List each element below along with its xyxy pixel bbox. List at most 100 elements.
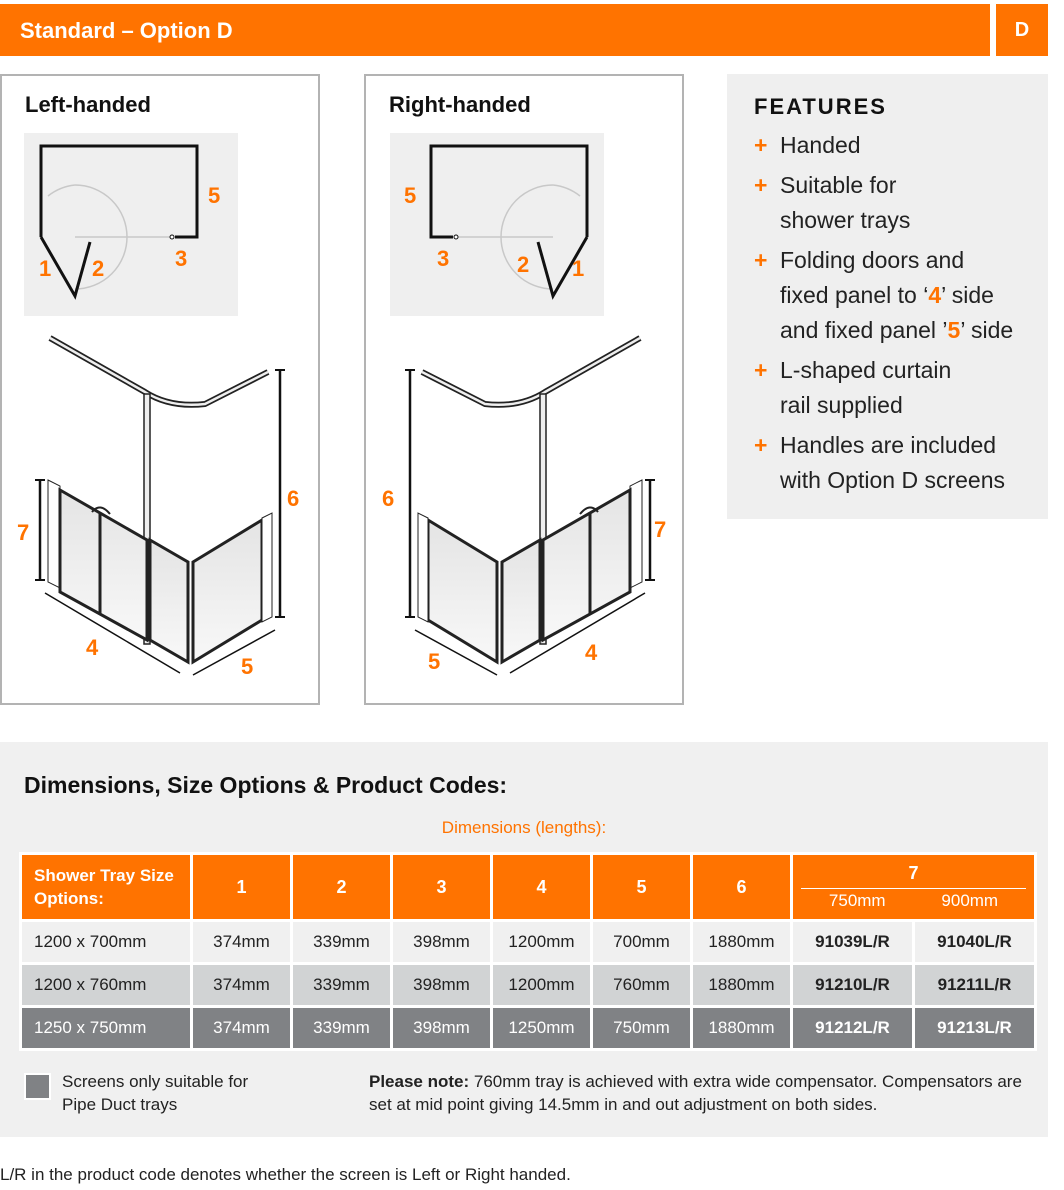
product-code-cell: 91210L/R xyxy=(793,965,912,1005)
feature-number: 5 xyxy=(947,317,961,343)
plan-label-3: 3 xyxy=(437,246,449,271)
dimensions-title: Dimensions, Size Options & Product Codes… xyxy=(24,772,508,798)
feature-text: Handed xyxy=(780,132,861,158)
dimension-cell: 339mm xyxy=(293,965,390,1005)
header-7-750: 750mm xyxy=(828,891,886,910)
left-handed-title: Left-handed xyxy=(25,92,151,117)
iso-label-7: 7 xyxy=(17,520,29,545)
product-code-cell: 91040L/R xyxy=(915,922,1034,962)
feature-item: + Suitable for shower trays xyxy=(754,168,1048,238)
header-5: 5 xyxy=(593,855,690,919)
plan-drawing xyxy=(388,131,606,318)
feature-item: + L-shaped curtain rail supplied xyxy=(754,353,1048,423)
note-text: 760mm tray is achieved with extra wide c… xyxy=(369,1072,1022,1114)
product-code-cell: 91213L/R xyxy=(915,1008,1034,1048)
dimension-cell: 1880mm xyxy=(693,1008,790,1048)
dimension-cell: 1880mm xyxy=(693,965,790,1005)
plus-icon: + xyxy=(754,247,768,273)
dimension-cell: 398mm xyxy=(393,965,490,1005)
dimension-cell: 1200mm xyxy=(493,922,590,962)
plus-icon: + xyxy=(754,172,768,198)
features-title: FEATURES xyxy=(754,94,887,119)
dimension-cell: 374mm xyxy=(193,965,290,1005)
note-label: Please note: xyxy=(369,1072,470,1091)
header-4: 4 xyxy=(493,855,590,919)
iso-label-7: 7 xyxy=(654,517,666,542)
header-3: 3 xyxy=(393,855,490,919)
header-7: 7 750mm 900mm xyxy=(793,855,1034,919)
option-badge: D xyxy=(996,4,1048,56)
right-handed-diagram: 1 2 3 5 4 5 6 7 xyxy=(382,131,666,705)
plan-label-5: 5 xyxy=(404,183,416,208)
feature-text: Handles are included with Option D scree… xyxy=(780,432,1005,493)
plan-label-2: 2 xyxy=(517,252,529,277)
dimension-cell: 1880mm xyxy=(693,922,790,962)
plus-icon: + xyxy=(754,432,768,458)
feature-text: ’ side xyxy=(960,317,1014,343)
plus-icon: + xyxy=(754,132,768,158)
product-code-cell: 91211L/R xyxy=(915,965,1034,1005)
feature-number: 4 xyxy=(928,282,942,308)
iso-label-5: 5 xyxy=(241,654,253,679)
product-code-cell: 91212L/R xyxy=(793,1008,912,1048)
feature-item: +Folding doors and fixed panel to ‘4’ si… xyxy=(754,243,1014,348)
plan-label-2: 2 xyxy=(92,256,104,281)
header-1: 1 xyxy=(193,855,290,919)
dimension-cell: 374mm xyxy=(193,922,290,962)
feature-text: Folding doors and fixed panel to ‘ xyxy=(780,247,965,308)
iso-label-6: 6 xyxy=(382,486,394,511)
dimension-cell: 1250mm xyxy=(493,1008,590,1048)
left-handed-diagram: 1 2 3 5 4 5 6 7 xyxy=(17,131,299,679)
pipe-duct-legend-text: Screens only suitable for Pipe Duct tray… xyxy=(62,1072,249,1114)
dimension-cell: 760mm xyxy=(593,965,690,1005)
dimension-cell: 750mm xyxy=(593,1008,690,1048)
iso-label-4: 4 xyxy=(86,635,99,660)
page-title: Standard – Option D xyxy=(0,4,990,56)
pipe-duct-legend-swatch xyxy=(24,1073,51,1100)
header-6: 6 xyxy=(693,855,790,919)
iso-label-6: 6 xyxy=(287,486,299,511)
right-handed-panel: Right-handed 1 2 3 5 4 5 6 7 xyxy=(364,74,684,705)
plus-icon: + xyxy=(754,357,768,383)
dimension-cell: 1200mm xyxy=(493,965,590,1005)
plan-label-3: 3 xyxy=(175,246,187,271)
dimension-cell: 398mm xyxy=(393,922,490,962)
feature-item: + Handles are included with Option D scre… xyxy=(754,428,1048,498)
footer-note: L/R in the product code denotes whether … xyxy=(0,1165,571,1184)
header-2: 2 xyxy=(293,855,390,919)
left-handed-panel: Left-handed 1 2 3 5 4 5 6 7 xyxy=(0,74,320,705)
right-handed-title: Right-handed xyxy=(389,92,531,117)
feature-text: L-shaped curtain rail supplied xyxy=(780,357,952,418)
header-7-900: 900mm xyxy=(941,891,999,910)
dimension-cell: 339mm xyxy=(293,922,390,962)
dimensions-subtitle: Dimensions (lengths): xyxy=(441,818,607,837)
isometric-drawing xyxy=(35,338,285,675)
iso-label-4: 4 xyxy=(585,640,598,665)
isometric-drawing xyxy=(405,338,655,675)
plan-label-1: 1 xyxy=(39,256,51,281)
dimension-cell: 398mm xyxy=(393,1008,490,1048)
size-cell: 1200 x 760mm xyxy=(22,965,190,1005)
dimensions-section: Dimensions, Size Options & Product Codes… xyxy=(0,742,1048,1137)
size-cell: 1200 x 700mm xyxy=(22,922,190,962)
dimension-cell: 374mm xyxy=(193,1008,290,1048)
feature-item: + Handed xyxy=(754,128,1048,163)
feature-text: ’ side and fixed panel ’ xyxy=(780,282,994,343)
dimension-cell: 339mm xyxy=(293,1008,390,1048)
features-box: FEATURES + Handed + Suitable for shower tr… xyxy=(727,74,1048,519)
plan-drawing xyxy=(22,131,240,318)
iso-label-5: 5 xyxy=(428,649,440,674)
product-code-cell: 91039L/R xyxy=(793,922,912,962)
header-7-label: 7 xyxy=(908,863,919,883)
dimension-cell: 700mm xyxy=(593,922,690,962)
size-cell: 1250 x 750mm xyxy=(22,1008,190,1048)
please-note: Please note: 760mm tray is achieved with… xyxy=(369,1070,1049,1116)
feature-text: Suitable for shower trays xyxy=(780,172,911,233)
plan-label-5: 5 xyxy=(208,183,220,208)
plan-label-1: 1 xyxy=(572,256,584,281)
header-size-options: Shower Tray Size Options: xyxy=(22,855,190,919)
